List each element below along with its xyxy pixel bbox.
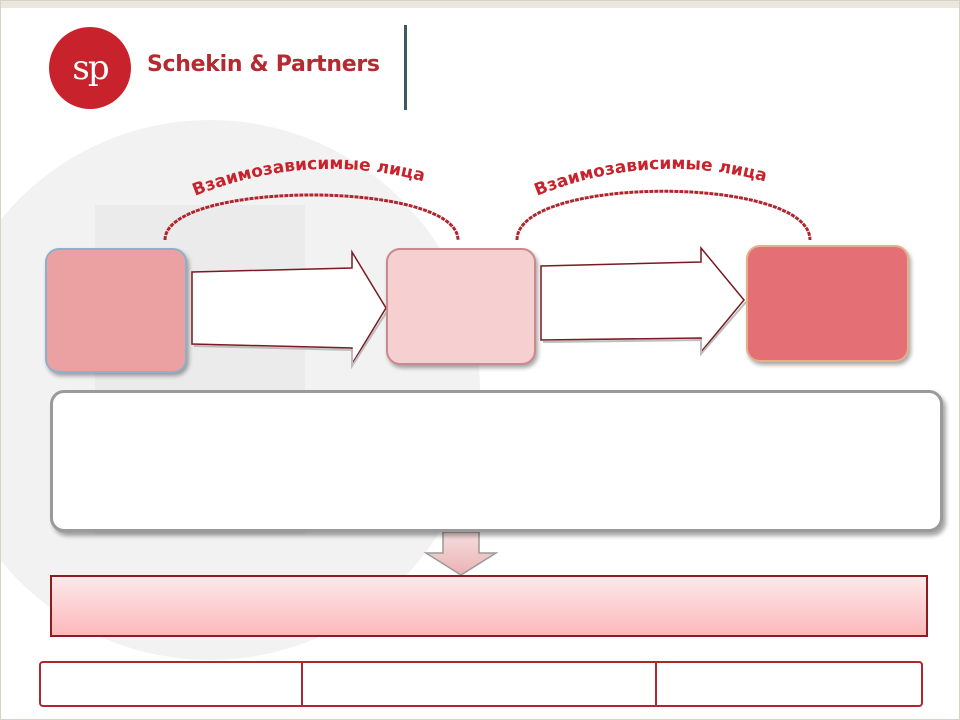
result-box [50, 575, 928, 637]
table-cell [657, 663, 921, 705]
relation-arc-1 [163, 193, 460, 241]
relation-label-2: Взаимозависимые лица [532, 154, 770, 201]
relation-label-1: Взаимозависимые лица [190, 154, 428, 201]
logo: sp [49, 27, 131, 109]
down-arrow-icon [423, 531, 499, 576]
brand-name: Schekin & Partners [147, 52, 380, 77]
header-divider [404, 25, 407, 110]
description-box [50, 390, 943, 532]
relation-arc-2 [515, 189, 812, 241]
logo-monogram: sp [72, 48, 109, 88]
right-arrow-icon [191, 249, 389, 370]
bottom-table [39, 661, 923, 707]
entity-box-3 [746, 245, 909, 362]
table-cell [303, 663, 657, 705]
entity-box-2 [386, 248, 536, 365]
entity-box-1 [45, 248, 187, 373]
right-arrow-icon [540, 245, 747, 357]
table-cell [41, 663, 303, 705]
